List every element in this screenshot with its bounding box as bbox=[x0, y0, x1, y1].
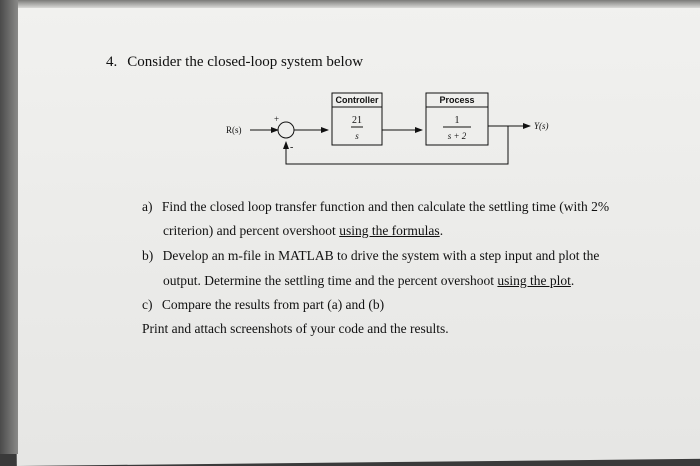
input-label: R(s) bbox=[226, 125, 242, 135]
process-denominator: s + 2 bbox=[448, 131, 467, 141]
part-a-line1: a) Find the closed loop transfer functio… bbox=[142, 199, 609, 215]
part-a-text-2: criterion) and percent overshoot bbox=[163, 223, 340, 238]
background-edge-top bbox=[0, 0, 700, 8]
part-c-line: c) Compare the results from part (a) and… bbox=[142, 297, 384, 313]
part-c-marker: c) bbox=[142, 297, 153, 312]
final-instruction: Print and attach screenshots of your cod… bbox=[142, 321, 449, 336]
question-number: 4. bbox=[106, 54, 118, 70]
part-b-end: . bbox=[570, 273, 575, 288]
part-a-underlined: using the formulas bbox=[339, 223, 440, 238]
controller-denominator: s bbox=[355, 131, 359, 141]
background-edge-left bbox=[0, 0, 18, 454]
minus-sign: - bbox=[290, 142, 293, 153]
part-a-line2: criterion) and percent overshoot using t… bbox=[163, 223, 443, 239]
question-text: Consider the closed-loop system below bbox=[127, 54, 364, 70]
part-b-line1: b) Develop an m-file in MATLAB to drive … bbox=[142, 248, 599, 264]
controller-block bbox=[331, 106, 383, 146]
part-a-end: . bbox=[439, 223, 444, 238]
feedback-path bbox=[283, 126, 509, 165]
process-header: Process bbox=[439, 95, 474, 105]
part-c-text: Compare the results from part (a) and (b… bbox=[161, 297, 385, 312]
summing-junction bbox=[277, 121, 295, 139]
part-b-line2: output. Determine the settling time and … bbox=[163, 273, 574, 289]
question-title: 4. Consider the closed-loop system below bbox=[106, 54, 363, 71]
part-b-text-2: output. Determine the settling time and … bbox=[163, 273, 498, 288]
part-b-underlined: using the plot bbox=[497, 273, 571, 288]
part-a-text: Find the closed loop transfer function a… bbox=[161, 199, 610, 214]
controller-header: Controller bbox=[335, 95, 378, 105]
block-diagram: R(s) + - Controller 21 s Process 1 s + 2… bbox=[226, 92, 549, 165]
output-label: Y(s) bbox=[534, 121, 549, 131]
controller-numerator: 21 bbox=[352, 115, 362, 126]
plus-sign: + bbox=[274, 114, 279, 124]
part-a-marker: a) bbox=[142, 199, 153, 214]
part-b-marker: b) bbox=[142, 248, 154, 263]
part-b-text: Develop an m-file in MATLAB to drive the… bbox=[162, 248, 600, 263]
process-numerator: 1 bbox=[455, 115, 460, 126]
